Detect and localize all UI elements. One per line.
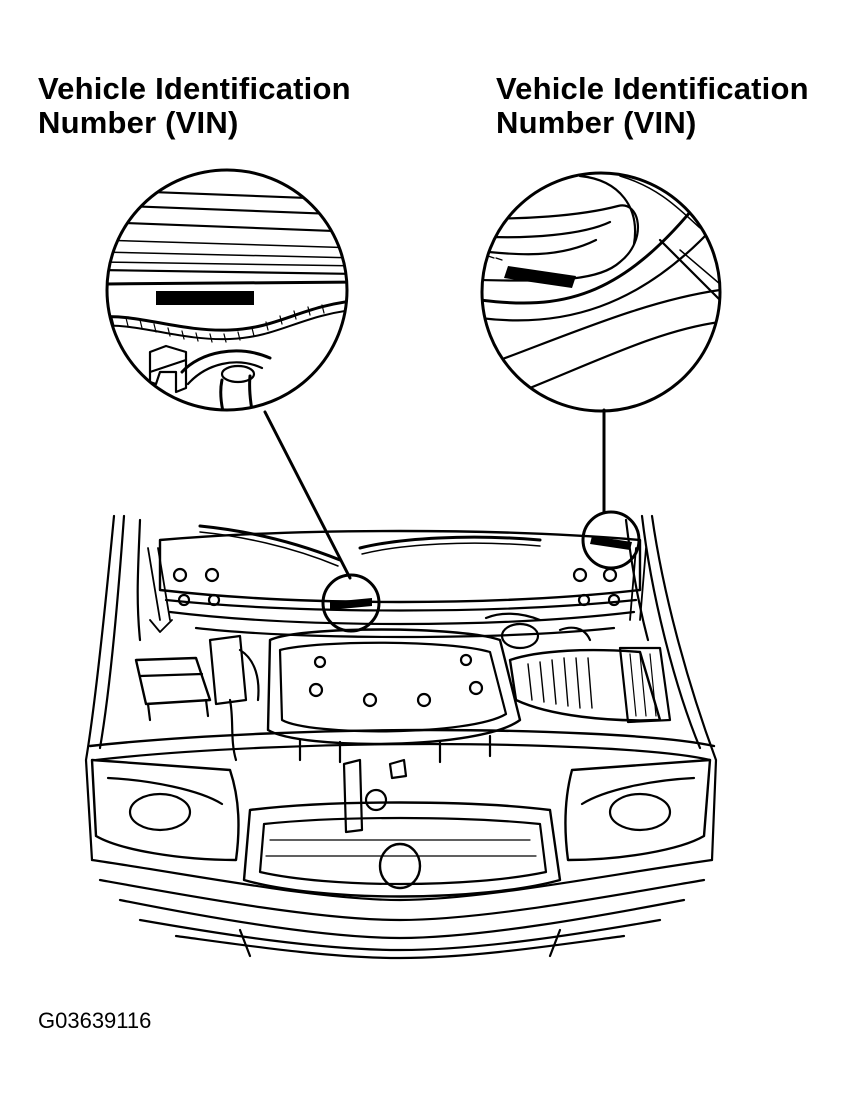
vin-label-right-line1: Vehicle Identification — [496, 71, 809, 106]
leader-line-left — [265, 412, 350, 578]
vin-label-right-line2: Number (VIN) — [496, 105, 697, 140]
zoom-detail-right — [470, 173, 720, 411]
emblem — [380, 844, 420, 888]
figure-id: G03639116 — [38, 1008, 152, 1033]
vin-label-left-line2: Number (VIN) — [38, 105, 239, 140]
vin-locator-circle-right — [583, 512, 639, 568]
grille — [244, 803, 560, 897]
vin-label-left: Vehicle Identification Number (VIN) — [38, 72, 351, 140]
vin-label-right: Vehicle Identification Number (VIN) — [496, 72, 809, 140]
vin-plate-left — [156, 291, 254, 305]
headlight-left — [92, 760, 238, 860]
headlight-right — [565, 760, 710, 860]
vin-label-left-line1: Vehicle Identification — [38, 71, 351, 106]
zoom-detail-left — [100, 170, 360, 440]
vehicle-front-view — [86, 512, 716, 958]
vin-plate-right — [504, 266, 576, 288]
